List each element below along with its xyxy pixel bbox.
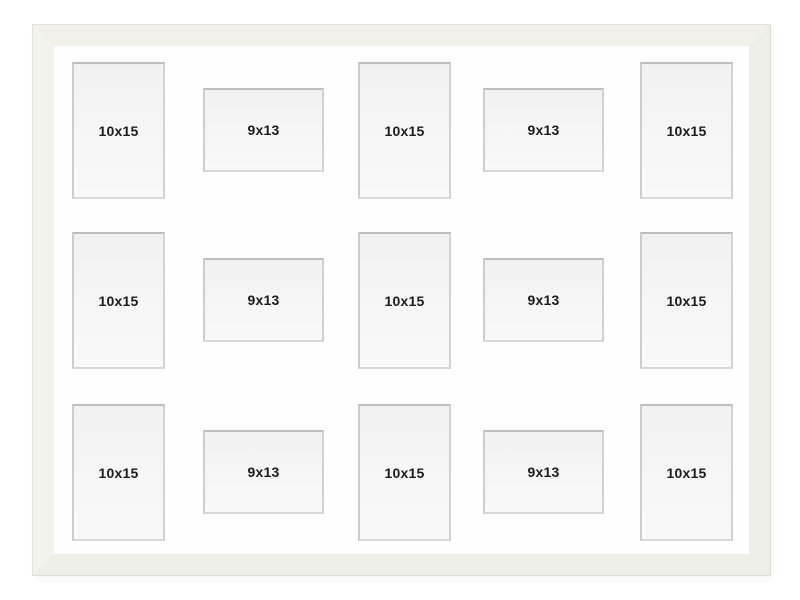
aperture-size-label: 10x15	[384, 464, 425, 481]
aperture-size-label: 10x15	[384, 292, 425, 309]
aperture-r2c1: 10x15	[72, 232, 165, 369]
aperture-r1c2: 9x13	[203, 88, 324, 172]
aperture-size-label: 10x15	[666, 292, 707, 309]
aperture-r3c3: 10x15	[358, 404, 451, 541]
aperture-size-label: 10x15	[98, 464, 139, 481]
aperture-r2c5: 10x15	[640, 232, 733, 369]
aperture-size-label: 10x15	[98, 292, 139, 309]
aperture-size-label: 9x13	[247, 292, 280, 308]
aperture-size-label: 9x13	[247, 122, 280, 138]
aperture-size-label: 10x15	[666, 464, 707, 481]
aperture-size-label: 9x13	[247, 464, 280, 480]
aperture-size-label: 9x13	[527, 292, 560, 308]
aperture-r3c2: 9x13	[203, 430, 324, 514]
aperture-r1c5: 10x15	[640, 62, 733, 199]
aperture-r2c2: 9x13	[203, 258, 324, 342]
aperture-size-label: 10x15	[666, 122, 707, 139]
aperture-r1c1: 10x15	[72, 62, 165, 199]
aperture-size-label: 10x15	[98, 122, 139, 139]
aperture-r3c1: 10x15	[72, 404, 165, 541]
aperture-r2c4: 9x13	[483, 258, 604, 342]
aperture-r1c4: 9x13	[483, 88, 604, 172]
aperture-size-label: 10x15	[384, 122, 425, 139]
aperture-r2c3: 10x15	[358, 232, 451, 369]
aperture-r1c3: 10x15	[358, 62, 451, 199]
aperture-size-label: 9x13	[527, 464, 560, 480]
aperture-r3c5: 10x15	[640, 404, 733, 541]
aperture-r3c4: 9x13	[483, 430, 604, 514]
aperture-size-label: 9x13	[527, 122, 560, 138]
